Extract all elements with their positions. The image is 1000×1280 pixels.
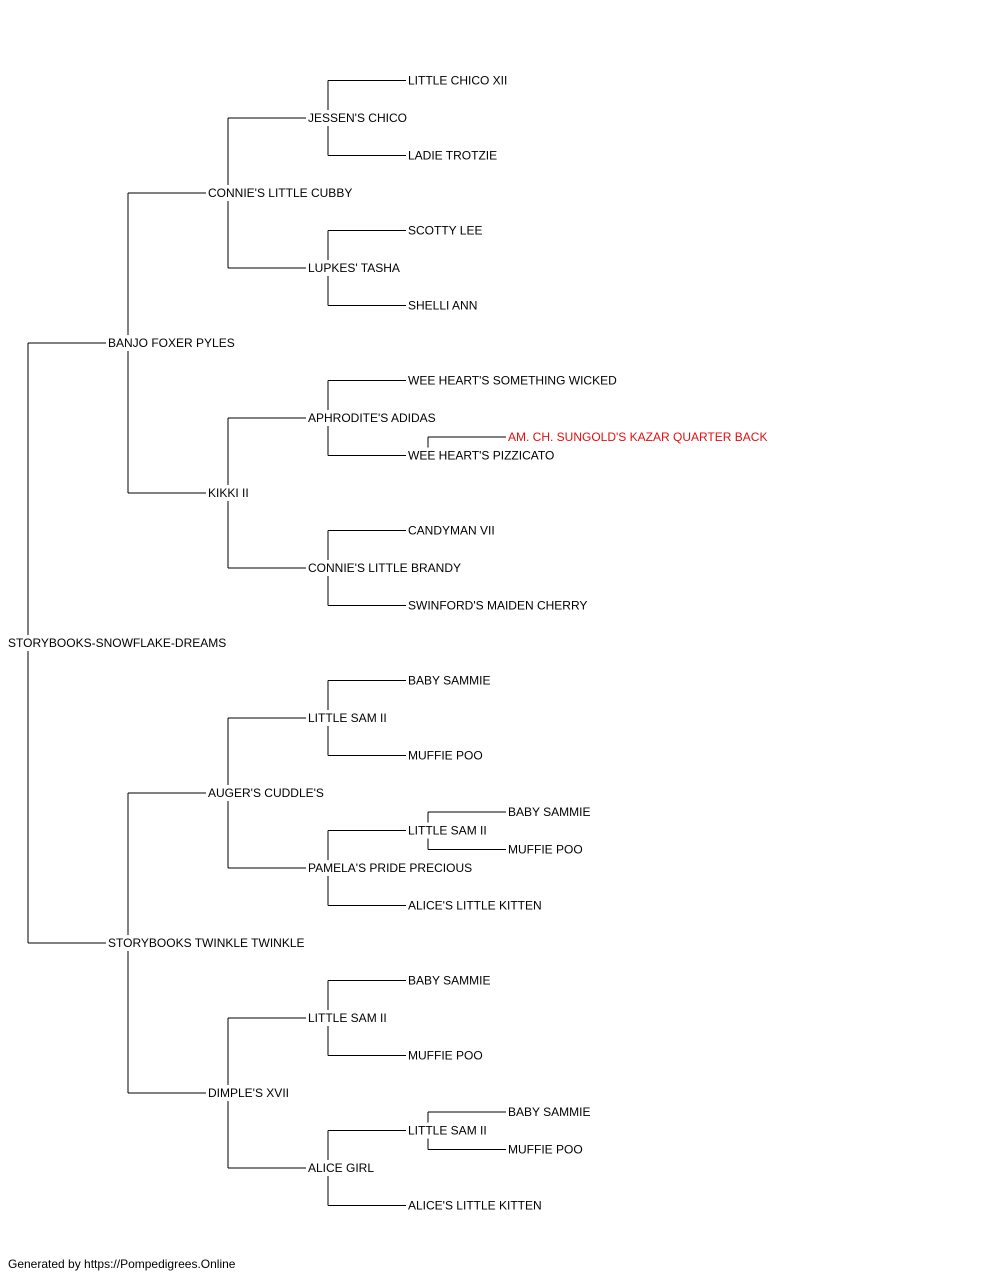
dog-name-baby-sammie: BABY SAMMIE xyxy=(508,805,590,819)
dog-name-muffie-poo: MUFFIE POO xyxy=(508,1142,583,1156)
dog-name-muffie-poo: MUFFIE POO xyxy=(508,842,583,856)
dog-name-lupkes-tasha: LUPKES' TASHA xyxy=(308,261,400,275)
dog-name-jessen-s-chico: JESSEN'S CHICO xyxy=(308,111,407,125)
dog-name-storybooks-snowflake-dreams: STORYBOOKS-SNOWFLAKE-DREAMS xyxy=(8,636,226,650)
pedigree-tree: STORYBOOKS-SNOWFLAKE-DREAMS BANJO FOXER P… xyxy=(8,74,767,1213)
dog-name-scotty-lee: SCOTTY LEE xyxy=(408,224,482,238)
dog-name-banjo-foxer-pyles: BANJO FOXER PYLES xyxy=(108,336,235,350)
dog-name-dimple-s-xvii: DIMPLE'S XVII xyxy=(208,1086,289,1100)
dog-name-baby-sammie: BABY SAMMIE xyxy=(508,1105,590,1119)
dog-name-little-sam-ii: LITTLE SAM II xyxy=(408,824,487,838)
dog-name-storybooks-twinkle-twinkle: STORYBOOKS TWINKLE TWINKLE xyxy=(108,936,305,950)
dog-name-candyman-vii: CANDYMAN VII xyxy=(408,524,495,538)
dog-name-little-sam-ii: LITTLE SAM II xyxy=(308,711,387,725)
dog-name-alice-s-little-kitten: ALICE'S LITTLE KITTEN xyxy=(408,1199,542,1213)
dog-name-little-sam-ii: LITTLE SAM II xyxy=(408,1124,487,1138)
dog-name-baby-sammie: BABY SAMMIE xyxy=(408,674,490,688)
dog-name-ladie-trotzie: LADIE TROTZIE xyxy=(408,149,497,163)
dog-name-aphrodite-s-adidas: APHRODITE'S ADIDAS xyxy=(308,411,436,425)
dog-name-auger-s-cuddle-s: AUGER'S CUDDLE'S xyxy=(208,786,324,800)
dog-name-am-ch-sungold-s-kazar-quarter-back: AM. CH. SUNGOLD'S KAZAR QUARTER BACK xyxy=(508,430,767,444)
footer-credit: Generated by https://Pompedigrees.Online xyxy=(8,1257,236,1271)
dog-name-little-sam-ii: LITTLE SAM II xyxy=(308,1011,387,1025)
dog-name-muffie-poo: MUFFIE POO xyxy=(408,1049,483,1063)
dog-name-connie-s-little-cubby: CONNIE'S LITTLE CUBBY xyxy=(208,186,352,200)
dog-name-shelli-ann: SHELLI ANN xyxy=(408,299,477,313)
dog-name-swinford-s-maiden-cherry: SWINFORD'S MAIDEN CHERRY xyxy=(408,599,587,613)
dog-name-wee-heart-s-pizzicato: WEE HEART'S PIZZICATO xyxy=(408,449,554,463)
dog-name-pamela-s-pride-precious: PAMELA'S PRIDE PRECIOUS xyxy=(308,861,472,875)
dog-name-alice-girl: ALICE GIRL xyxy=(308,1161,374,1175)
dog-name-connie-s-little-brandy: CONNIE'S LITTLE BRANDY xyxy=(308,561,461,575)
dog-name-muffie-poo: MUFFIE POO xyxy=(408,749,483,763)
dog-name-alice-s-little-kitten: ALICE'S LITTLE KITTEN xyxy=(408,899,542,913)
dog-name-baby-sammie: BABY SAMMIE xyxy=(408,974,490,988)
dog-name-kikki-ii: KIKKI II xyxy=(208,486,249,500)
dog-name-little-chico-xii: LITTLE CHICO XII xyxy=(408,74,507,88)
dog-name-wee-heart-s-something-wicked: WEE HEART'S SOMETHING WICKED xyxy=(408,374,617,388)
